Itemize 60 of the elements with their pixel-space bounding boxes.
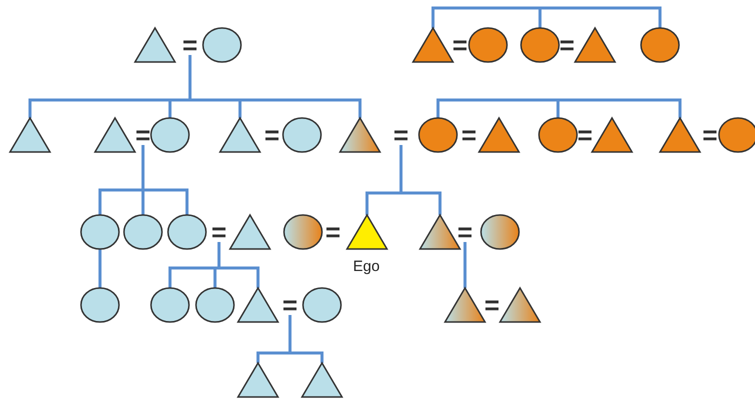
equals-sign: = — [263, 125, 281, 145]
circle-symbol — [166, 214, 208, 250]
triangle-symbol — [134, 27, 176, 63]
equals-sign: = — [392, 125, 410, 145]
circle-symbol — [417, 117, 459, 153]
circle-symbol — [537, 117, 579, 153]
ego-label: Ego — [353, 258, 380, 275]
circle-symbol — [79, 214, 121, 250]
descent-line — [464, 242, 466, 288]
triangle-symbol — [478, 117, 520, 153]
kinship-line — [432, 6, 542, 28]
equals-sign: = — [576, 125, 594, 145]
equals-sign: = — [701, 125, 719, 145]
triangle-symbol — [94, 117, 136, 153]
triangle-symbol — [229, 214, 271, 250]
triangle-symbol — [346, 214, 388, 250]
equals-sign: = — [181, 35, 199, 55]
equals-sign: = — [558, 35, 576, 55]
triangle-symbol — [499, 287, 541, 323]
descent-line — [188, 55, 362, 118]
triangle-symbol — [574, 27, 616, 63]
circle-symbol — [201, 27, 243, 63]
circle-symbol — [639, 27, 681, 63]
kinship-line — [98, 249, 102, 288]
kinship-line — [538, 6, 662, 28]
equals-sign: = — [460, 125, 478, 145]
equals-sign: = — [281, 295, 299, 315]
equals-sign: = — [324, 222, 342, 242]
circle-symbol — [467, 27, 509, 63]
circle-symbol — [479, 214, 521, 250]
triangle-symbol — [301, 362, 343, 398]
kinship-line — [556, 98, 682, 118]
circle-symbol — [194, 287, 236, 323]
circle-symbol — [149, 117, 191, 153]
circle-symbol — [122, 214, 164, 250]
triangle-symbol — [237, 287, 279, 323]
equals-sign: = — [483, 295, 501, 315]
circle-symbol — [149, 287, 191, 323]
circle-symbol — [282, 214, 324, 250]
triangle-symbol — [659, 117, 701, 153]
circle-symbol — [281, 117, 323, 153]
descent-line — [218, 242, 260, 288]
circle-symbol — [519, 27, 561, 63]
equals-sign: = — [451, 35, 469, 55]
equals-sign: = — [456, 222, 474, 242]
triangle-symbol — [444, 287, 486, 323]
triangle-symbol — [339, 117, 381, 153]
kinship-line — [436, 98, 560, 118]
triangle-symbol — [412, 27, 454, 63]
equals-sign: = — [134, 125, 152, 145]
triangle-symbol — [237, 362, 279, 398]
circle-symbol — [301, 287, 343, 323]
triangle-symbol — [9, 117, 51, 153]
circle-symbol — [79, 287, 121, 323]
equals-sign: = — [210, 222, 228, 242]
descent-line — [288, 315, 324, 363]
descent-line — [142, 145, 188, 215]
triangle-symbol — [591, 117, 633, 153]
descent-line — [400, 145, 442, 215]
triangle-symbol — [219, 117, 261, 153]
